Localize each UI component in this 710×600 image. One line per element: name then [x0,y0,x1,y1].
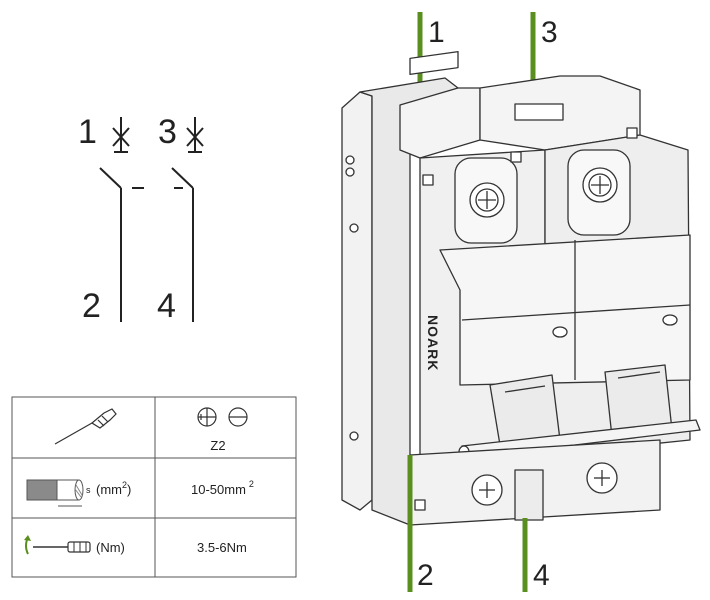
screw-types-value: Z2 [210,438,225,453]
breaker-terminal-2: 2 [417,559,434,592]
phillips-slot-icon [197,407,217,427]
toggle-handle-1 [489,374,561,446]
flat-slot-icon [228,407,248,427]
breaker-terminal-4: 4 [533,559,550,592]
torque-screwdriver-icon [24,535,91,555]
schematic-terminal-1: 1 [78,113,97,151]
breaker-terminal-1: 1 [428,16,445,49]
din-clip [341,91,373,511]
screwdriver-icon [54,408,117,445]
terminal-screw-3 [582,167,618,203]
front-cover [439,234,691,386]
schematic-symbol: 1 3 2 4 [78,113,204,325]
torque-value: 3.5-6Nm [197,540,247,555]
terminal-screw-4 [586,462,618,494]
schematic-terminal-3: 3 [158,113,177,151]
terminal-screw-1 [469,182,505,218]
breaker-illustration: NOARK [341,12,701,592]
breaker-side [359,77,459,526]
strip-length-label: s [86,485,91,495]
brand-label: NOARK [425,315,441,371]
breaker-terminal-3: 3 [541,16,558,49]
schematic-terminal-4: 4 [157,287,176,325]
contact-cross-3 [186,117,204,153]
cable-icon: s [26,479,91,507]
torque-unit: (Nm) [96,540,125,555]
contact-cross-1 [112,117,130,153]
cable-unit: (mm2) [96,480,131,497]
terminal-screw-2 [471,474,503,506]
schematic-terminal-2: 2 [82,287,101,325]
switch-lines [99,167,194,322]
